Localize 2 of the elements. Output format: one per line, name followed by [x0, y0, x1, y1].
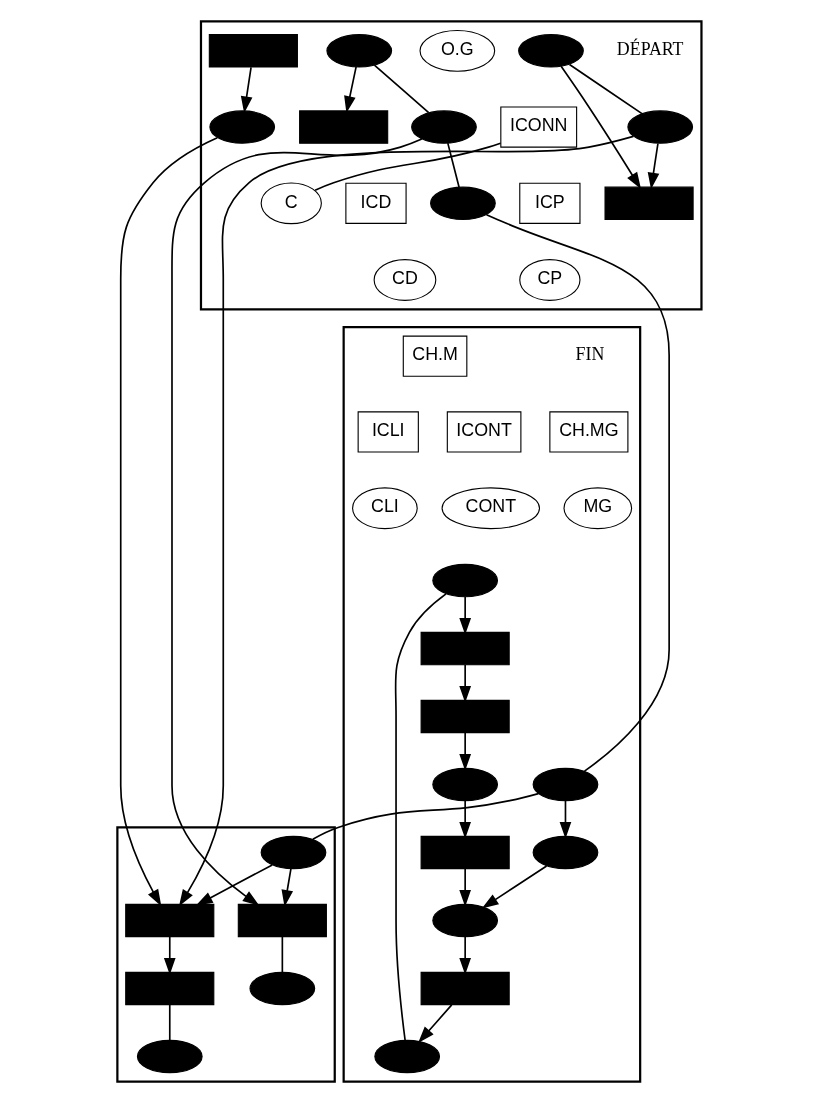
label: FIN: [575, 344, 604, 365]
label: DÉPART: [616, 39, 684, 60]
